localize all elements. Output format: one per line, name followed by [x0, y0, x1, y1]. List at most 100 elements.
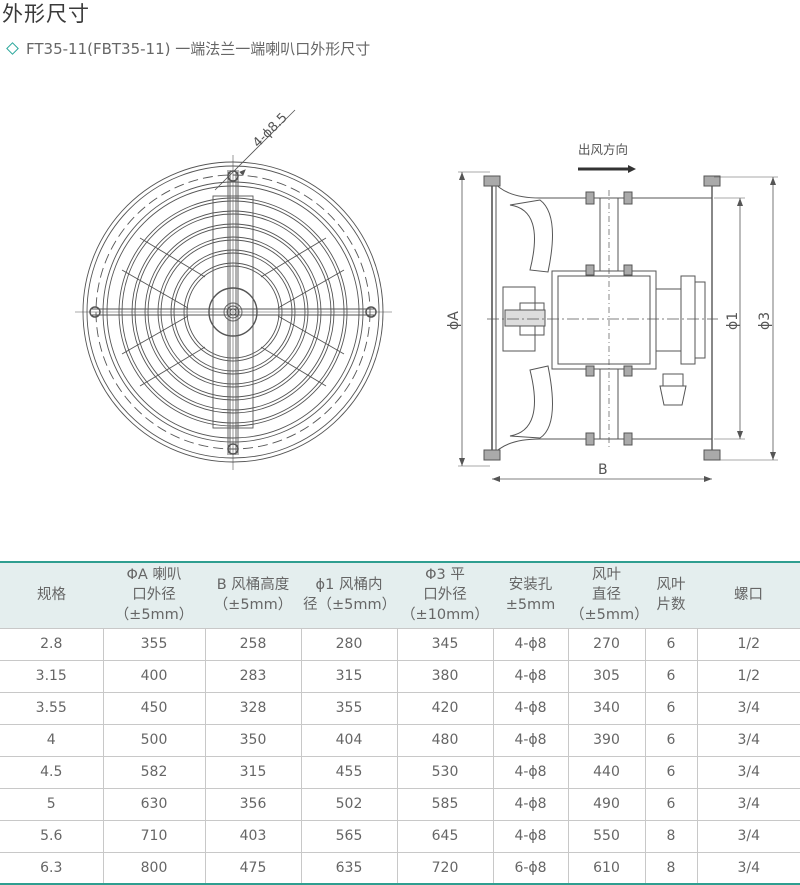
column-header: ΦA 喇叭口外径（±5mm）	[103, 562, 205, 628]
table-cell: 502	[301, 787, 398, 820]
table-cell: 1/2	[697, 627, 800, 660]
column-header-line: 片数	[656, 597, 686, 614]
section-subtitle: FT35-11(FBT35-11) 一端法兰一端喇叭口外形尺寸	[4, 38, 370, 59]
column-header: 风叶直径 （±5mm）	[568, 562, 649, 628]
table-cell: 635	[301, 851, 398, 885]
table-cell: 380	[397, 659, 494, 692]
table-cell: 283	[205, 659, 302, 692]
table-cell: 565	[301, 819, 398, 852]
table-cell: 6.3	[0, 851, 104, 885]
table-cell: 4-ϕ8	[493, 755, 569, 788]
technical-drawing: 4-ϕ8.5	[75, 109, 778, 482]
column-header-line: 口外径	[423, 587, 467, 604]
table-cell: 355	[103, 627, 206, 660]
table-cell: 630	[103, 787, 206, 820]
table-cell: 1/2	[697, 659, 800, 692]
table-cell: 350	[205, 723, 302, 756]
table-cell: 3/4	[697, 723, 800, 756]
table-cell: 356	[205, 787, 302, 820]
column-header-line: 规格	[37, 587, 66, 604]
table-cell: 315	[301, 659, 398, 692]
table-cell: 305	[568, 659, 646, 692]
table-cell: 4-ϕ8	[493, 659, 569, 692]
dim-phi-1-label: ϕ1	[725, 312, 741, 330]
column-header-line: 口外径	[132, 587, 176, 604]
column-header-line: B 风桶高度	[216, 577, 290, 594]
column-header-line: （±5mm）	[570, 607, 649, 624]
column-header-line: 螺口	[734, 587, 763, 604]
table-cell: 6	[645, 627, 698, 660]
table-cell: 6	[645, 691, 698, 724]
table-cell: 280	[301, 627, 398, 660]
column-header-line: Φ3 平	[425, 567, 465, 584]
table-cell: 345	[397, 627, 494, 660]
table-cell: 4.5	[0, 755, 104, 788]
table-cell: 4-ϕ8	[493, 691, 569, 724]
table-cell: 455	[301, 755, 398, 788]
table-cell: 5.6	[0, 819, 104, 852]
dim-phi-a-label: ϕA	[446, 311, 462, 330]
table-cell: 4-ϕ8	[493, 787, 569, 820]
table-cell: 645	[397, 819, 494, 852]
column-header-line: （±5mm）	[213, 597, 293, 614]
table-cell: 315	[205, 755, 302, 788]
table-cell: 6	[645, 659, 698, 692]
table-cell: 3/4	[697, 851, 800, 885]
table-cell: 420	[397, 691, 494, 724]
table-cell: 6	[645, 755, 698, 788]
table-cell: 340	[568, 691, 646, 724]
table-cell: 6-ϕ8	[493, 851, 569, 885]
table-cell: 355	[301, 691, 398, 724]
table-cell: 500	[103, 723, 206, 756]
table-cell: 258	[205, 627, 302, 660]
table-cell: 720	[397, 851, 494, 885]
table-cell: 4-ϕ8	[493, 723, 569, 756]
column-header-line: ϕ1 风桶内	[315, 577, 383, 594]
column-header-line: ±5mm	[505, 597, 556, 614]
table-cell: 800	[103, 851, 206, 885]
table-cell: 3/4	[697, 755, 800, 788]
table-cell: 390	[568, 723, 646, 756]
table-cell: 3/4	[697, 787, 800, 820]
table-cell: 450	[103, 691, 206, 724]
table-cell: 3/4	[697, 819, 800, 852]
table-cell: 5	[0, 787, 104, 820]
table-cell: 404	[301, 723, 398, 756]
table-cell: 3/4	[697, 691, 800, 724]
table-cell: 585	[397, 787, 494, 820]
table-cell: 4-ϕ8	[493, 819, 569, 852]
column-header-line: 风叶	[656, 577, 686, 594]
side-view-drawing	[458, 165, 778, 482]
table-cell: 490	[568, 787, 646, 820]
table-cell: 3.55	[0, 691, 104, 724]
column-header-line: （±10mm）	[401, 607, 489, 624]
column-header: B 风桶高度 （±5mm）	[205, 562, 301, 628]
column-header: 螺口	[697, 562, 800, 628]
table-cell: 328	[205, 691, 302, 724]
dim-phi-3-label: ϕ3	[757, 312, 773, 330]
column-header: 风叶片数	[645, 562, 697, 628]
column-header: ϕ1 风桶内径（±5mm）	[301, 562, 397, 628]
table-cell: 4-ϕ8	[493, 627, 569, 660]
table-cell: 8	[645, 851, 698, 885]
table-cell: 710	[103, 819, 206, 852]
column-header: Φ3 平口外径 （±10mm）	[397, 562, 493, 628]
table-cell: 400	[103, 659, 206, 692]
table-cell: 440	[568, 755, 646, 788]
table-cell: 270	[568, 627, 646, 660]
airflow-direction-label: 出风方向	[578, 142, 628, 157]
column-header: 安装孔±5mm	[493, 562, 568, 628]
table-cell: 403	[205, 819, 302, 852]
column-header-line: ΦA 喇叭	[126, 567, 182, 584]
column-header-line: 风叶	[592, 567, 621, 584]
column-header-line: 直径	[592, 587, 621, 604]
table-cell: 6	[645, 723, 698, 756]
